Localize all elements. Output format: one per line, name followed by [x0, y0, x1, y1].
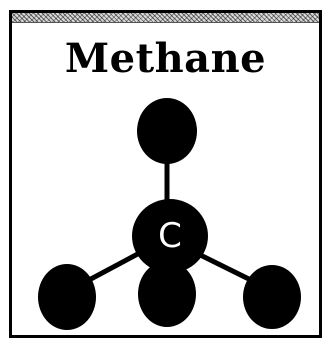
- diagram-frame: Methane C: [9, 10, 322, 338]
- carbon-atom: [132, 199, 208, 273]
- dithered-top-strip: [12, 13, 319, 23]
- methane-molecule: C: [38, 98, 301, 330]
- hydrogen-atom-front: [138, 261, 196, 327]
- diagram-title: Methane: [64, 35, 267, 82]
- hydrogen-atom-right: [243, 265, 301, 329]
- carbon-label: C: [158, 216, 182, 256]
- hydrogen-atom-top: [137, 98, 197, 164]
- hydrogen-atom-left: [38, 264, 96, 330]
